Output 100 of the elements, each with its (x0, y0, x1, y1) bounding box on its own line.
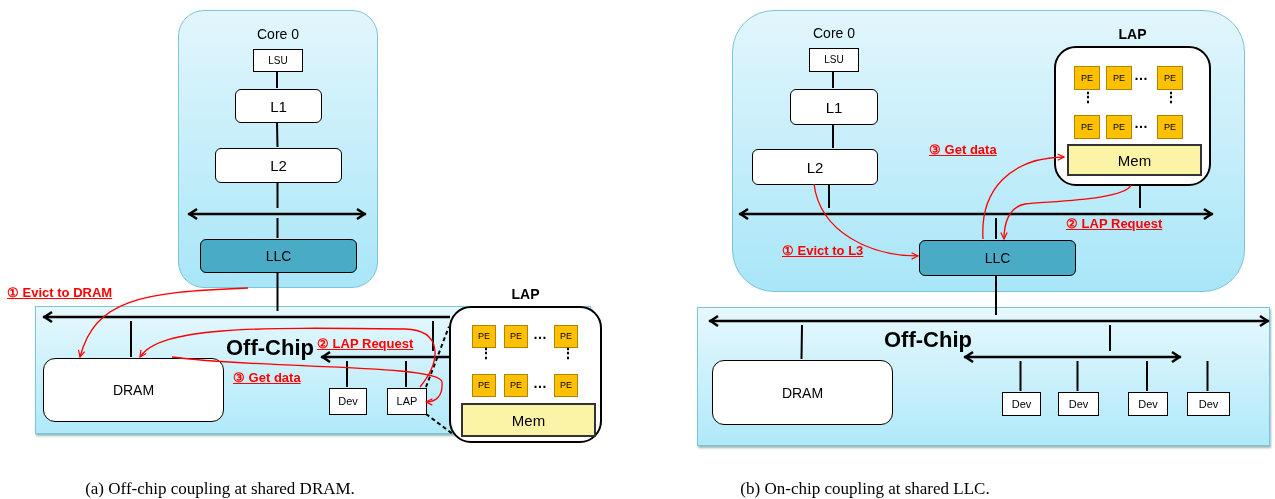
system-bus (964, 352, 1181, 362)
connector-line (1139, 184, 1141, 209)
component-label: DRAM (781, 385, 824, 400)
edge-label: ③ Get data (929, 143, 997, 156)
pe-box (1106, 115, 1132, 139)
pe-box (472, 325, 496, 348)
component-label: Dev (338, 396, 358, 407)
edge-label: ① Evict to L3 (782, 244, 864, 257)
edge-label: ① Evict to DRAM (7, 286, 113, 299)
pe-box (1157, 115, 1183, 139)
component-label: PE (478, 332, 490, 341)
pe-box (1074, 66, 1100, 90)
accelerator-label: LAP (511, 285, 540, 304)
edge-label: ③ Get data (233, 371, 301, 384)
connector-line (832, 123, 834, 149)
edge-label: ② LAP Request (317, 337, 414, 350)
component-label: Dev (1011, 398, 1032, 410)
flow-arrow (171, 356, 443, 406)
component-box (329, 388, 367, 415)
off-chip-panel (697, 307, 1270, 446)
component-label: PE (560, 381, 572, 390)
connector-line (405, 360, 407, 388)
flow-arrow (139, 327, 436, 388)
connector-line (1206, 360, 1209, 392)
pe-box (504, 325, 528, 348)
system-bus (739, 209, 1213, 219)
zoom-line (425, 413, 454, 435)
flow-arrow (813, 183, 919, 260)
component-label: Dev (1198, 398, 1219, 410)
core-panel (178, 10, 378, 288)
connector-line (276, 181, 279, 209)
memory-box (1067, 144, 1202, 176)
component-label: PE (510, 381, 522, 390)
component-label: L1 (825, 99, 843, 115)
ellipsis-label: ⋮ (561, 346, 575, 360)
zoom-line (425, 325, 450, 388)
connector-line (276, 70, 278, 89)
off-chip-label: Off-Chip (226, 337, 314, 359)
memory-box (43, 358, 224, 422)
memory-box (712, 360, 893, 425)
system-bus (321, 352, 450, 362)
connector-line (1109, 324, 1111, 352)
component-box (1187, 392, 1230, 416)
connector-line (1146, 360, 1148, 392)
caption: (a) Off-chip coupling at shared DRAM. (85, 478, 355, 499)
connector-line (130, 320, 132, 358)
component-label: LLC (265, 249, 292, 263)
accelerator-label: LAP (1118, 25, 1147, 44)
component-label: L2 (270, 158, 287, 173)
cache-box (200, 239, 357, 273)
component-box (1002, 392, 1041, 416)
component-label: L2 (806, 159, 824, 175)
component-label: LAP (396, 396, 418, 407)
component-label: L1 (270, 98, 287, 114)
connector-line (276, 217, 279, 239)
component-label: Dev (1138, 398, 1158, 410)
component-label: PE (1081, 122, 1093, 132)
flow-arrow (1000, 184, 1132, 240)
component-label: PE (1164, 122, 1176, 132)
cache-box (919, 240, 1076, 276)
connector-line (800, 324, 803, 360)
system-bus (709, 316, 1269, 326)
component-label: PE (1113, 73, 1125, 83)
pe-box (472, 374, 496, 397)
connector-line (276, 121, 279, 148)
memory-box (461, 403, 596, 437)
connector-line (1076, 360, 1079, 392)
cache-box (790, 89, 878, 125)
component-box (387, 388, 427, 415)
pe-box (1074, 115, 1100, 139)
ellipsis-label: ⋮ (1081, 90, 1095, 104)
caption: (b) On-chip coupling at shared LLC. (740, 478, 990, 499)
connector-line (995, 274, 997, 316)
component-label: LSU (268, 55, 288, 66)
component-label: Mem (511, 412, 546, 428)
connector-line (832, 70, 834, 89)
ellipsis-label: ⋮ (1164, 90, 1178, 104)
connector-line (1019, 360, 1022, 392)
core-label: Core 0 (257, 25, 299, 44)
off-chip-label: Off-Chip (884, 329, 972, 351)
pe-box (1157, 66, 1183, 90)
component-box (1128, 392, 1168, 416)
component-box (253, 49, 303, 72)
cache-box (235, 89, 322, 123)
ellipsis-label: … (533, 327, 547, 341)
flow-arrow (982, 153, 1065, 240)
component-label: PE (1113, 122, 1125, 132)
component-label: PE (1164, 73, 1176, 83)
component-label: Mem (1117, 152, 1152, 168)
ellipsis-label: … (533, 376, 547, 390)
edge-label: ② LAP Request (1066, 217, 1163, 230)
flow-arrow (78, 287, 249, 358)
connector-line (276, 271, 279, 312)
ellipsis-label: … (1134, 116, 1148, 130)
system-bus (43, 312, 450, 322)
component-label: PE (1081, 73, 1093, 83)
ellipsis-label: … (1134, 68, 1148, 82)
component-label: PE (510, 332, 522, 341)
cache-box (215, 148, 342, 183)
connector-line (828, 183, 830, 209)
